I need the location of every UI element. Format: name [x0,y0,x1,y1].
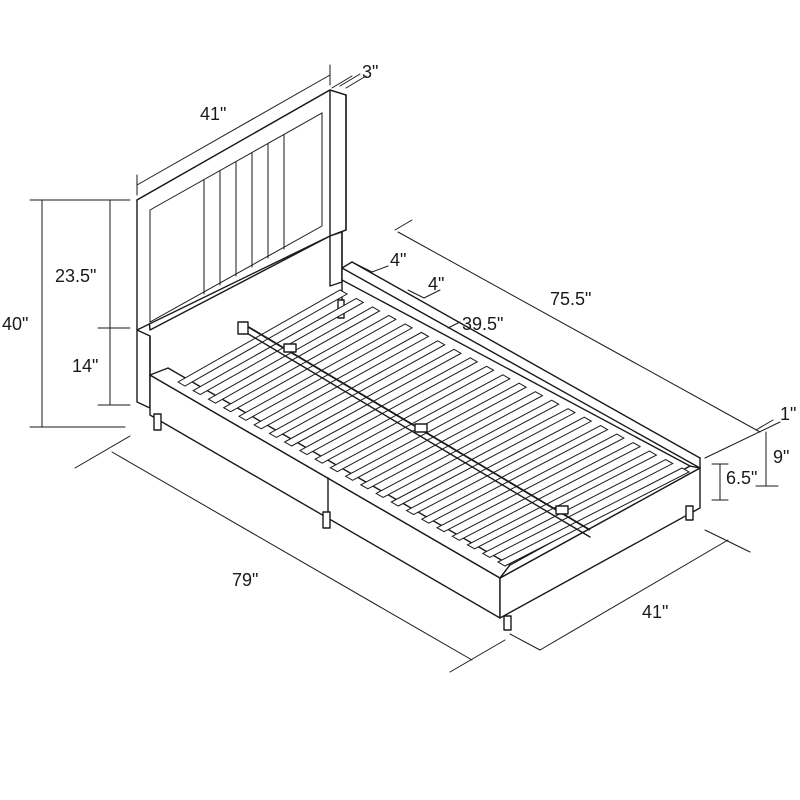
slat [436,433,625,533]
slat [298,357,479,456]
slat [451,442,642,541]
leg-4 [685,505,694,521]
slat [329,374,511,473]
label-inner-length: 75.5" [550,289,591,309]
leg-1 [153,413,162,431]
label-overall-width: 41" [642,602,668,622]
slat [283,348,463,447]
label-panel-height: 23.5" [55,266,96,286]
bed-frame [149,261,701,631]
label-top-thickness: 1" [780,404,796,424]
right-side-rail-top [341,267,701,469]
headboard-channels [203,134,285,295]
slat [481,458,674,558]
slat [253,331,430,430]
slat-group [176,289,691,567]
label-side-gap: 4" [390,250,406,270]
slat-clip-1 [283,343,297,353]
label-rail-height: 6.5" [726,468,757,488]
headboard [136,89,347,409]
slat [375,399,560,498]
label-headboard-width: 41" [200,104,226,124]
headboard-border [149,112,323,323]
slat [314,365,495,464]
dimension-labels: 41" 3" 40" 23.5" 14" 4" 4" 39.5" 75.5" 1… [2,62,796,622]
headboard-post-left [136,329,151,409]
center-support [237,321,591,538]
slat [405,416,593,516]
label-rail-inset: 4" [428,274,444,294]
label-headboard-depth: 3" [362,62,378,82]
slat [496,467,691,567]
label-slat-width: 39.5" [462,314,503,334]
leg-3 [503,615,512,631]
slat [466,450,658,550]
slat [420,425,609,524]
slat [192,297,365,396]
foot-rail [499,467,701,619]
support-bracket [237,321,249,335]
dimension-lines [29,64,781,673]
label-overall-length: 79" [232,570,258,590]
headboard-post-right [329,231,343,287]
label-frame-height: 9" [773,447,789,467]
slat [359,391,544,490]
headboard-front [136,89,331,331]
slat [390,408,577,507]
slat [176,289,349,387]
leg-2 [322,511,331,529]
label-base-height: 14" [72,356,98,376]
slat-clip-3 [555,505,569,515]
slat [268,340,446,439]
label-total-height: 40" [2,314,28,334]
slat-clip-2 [414,423,428,433]
slat [344,382,528,481]
